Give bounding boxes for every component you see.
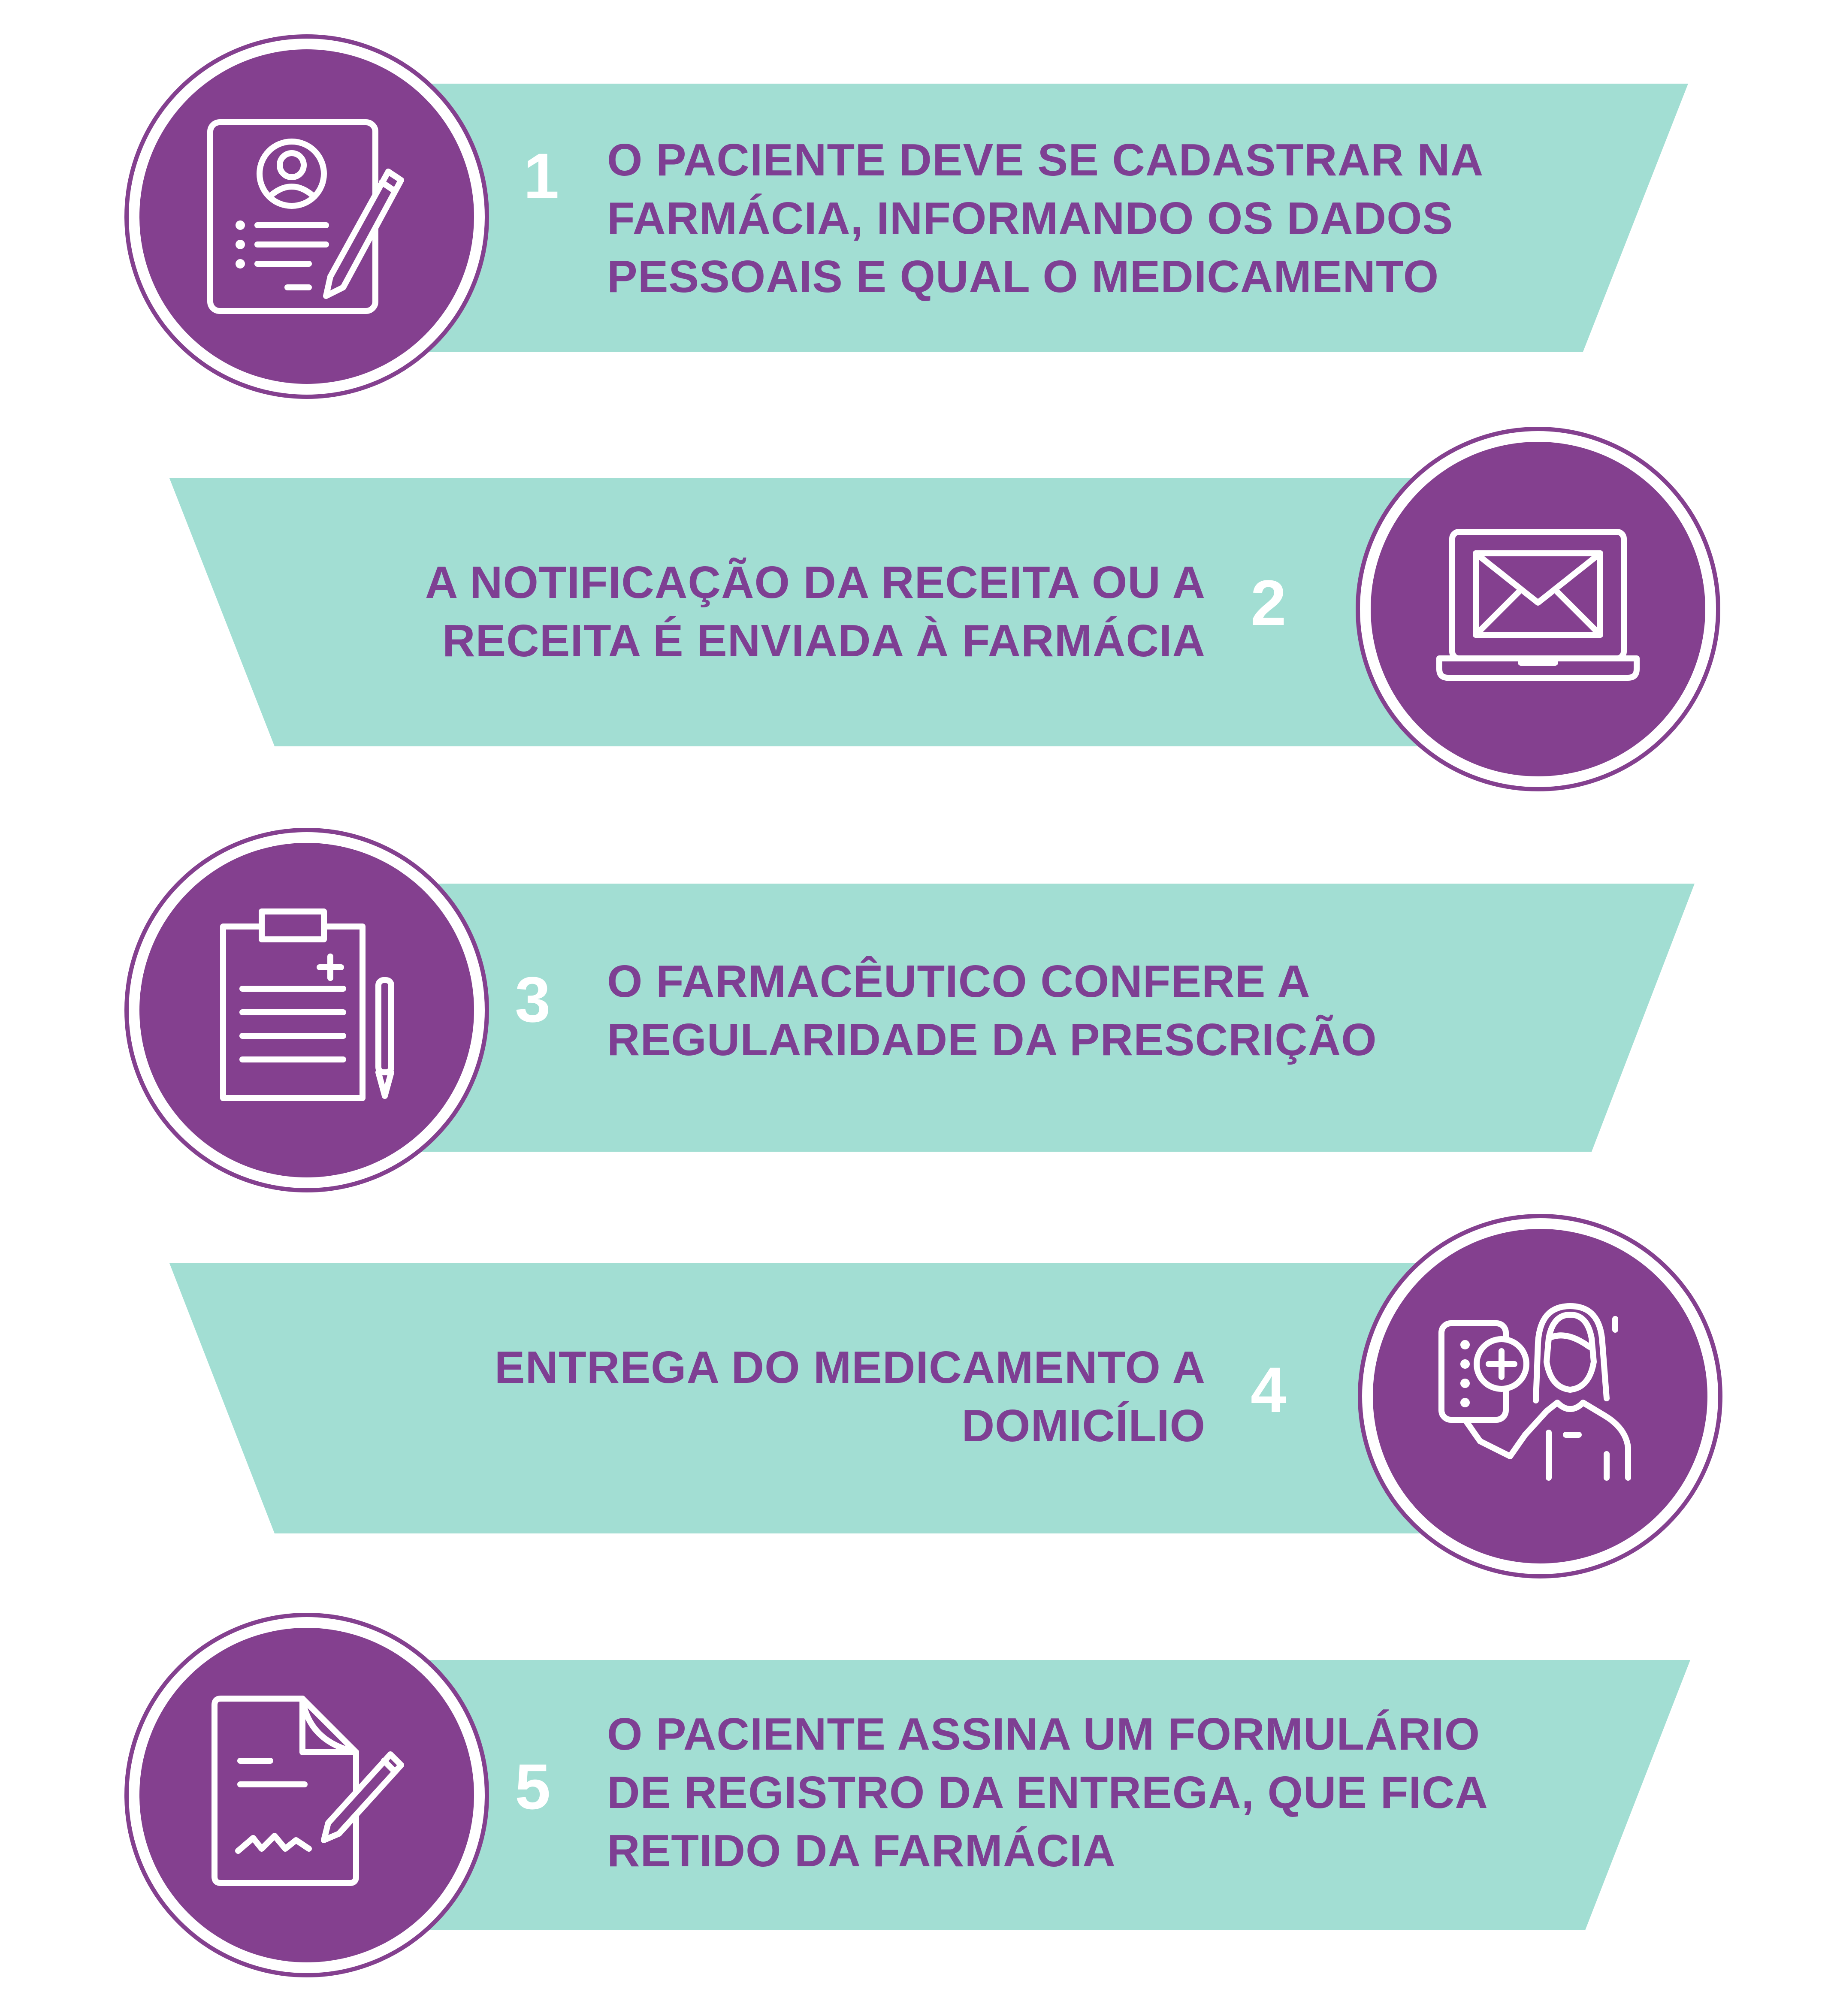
patient-registration-form-icon xyxy=(207,119,404,314)
step-4-number: 4 xyxy=(1251,1354,1287,1426)
step-2-text: A NOTIFICAÇÃO DA RECEITA OU A RECEITA É … xyxy=(425,557,1206,666)
step-5-circle xyxy=(124,1613,489,1977)
step-3-number: 3 xyxy=(515,963,551,1035)
step-4-circle xyxy=(1358,1214,1722,1578)
step-1-circle xyxy=(124,34,489,399)
step-5-text: O PACIENTE ASSINA UM FORMULÁRIO DE REGIS… xyxy=(607,1709,1488,1876)
step-3-text: O FARMACÊUTICO CONFERE A REGULARIDADE DA… xyxy=(607,956,1377,1065)
step-2-number: 2 xyxy=(1251,567,1287,639)
laptop-email-icon xyxy=(1436,529,1640,681)
step-4-text: ENTREGA DO MEDICAMENTO A DOMICÍLIO xyxy=(494,1342,1206,1451)
step-3-circle xyxy=(124,828,489,1192)
pharmacist-delivery-icon xyxy=(1438,1303,1631,1481)
step-1-text: O PACIENTE DEVE SE CADASTRAR NA FARMÁCIA… xyxy=(607,135,1484,302)
clipboard-prescription-icon xyxy=(220,908,394,1101)
step-2-circle xyxy=(1356,427,1720,791)
step-5-number: 5 xyxy=(515,1750,551,1823)
signed-document-icon xyxy=(211,1696,404,1886)
step-1-number: 1 xyxy=(523,140,559,212)
